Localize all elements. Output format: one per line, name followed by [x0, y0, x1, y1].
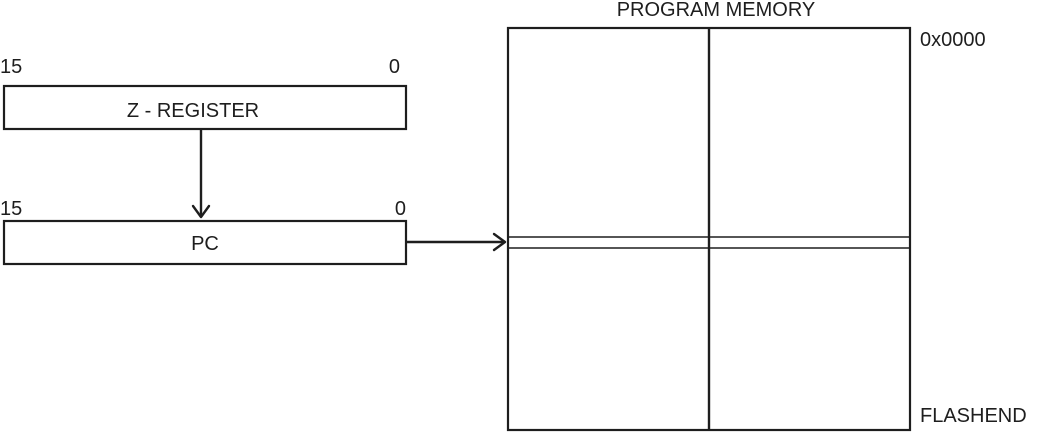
pc-lsb-label: 0 — [395, 198, 406, 220]
z-register-label: Z - REGISTER — [127, 100, 259, 122]
z-register-lsb-label: 0 — [389, 56, 400, 78]
program-memory-end-address: FLASHEND — [920, 405, 1027, 427]
z-to-pc-arrowhead-icon — [191, 204, 211, 219]
z-register-box — [2, 84, 408, 131]
program-memory-title: PROGRAM MEMORY — [617, 0, 816, 21]
pc-label: PC — [191, 233, 219, 255]
pc-msb-label: 15 — [0, 198, 22, 220]
program-memory-start-address: 0x0000 — [920, 29, 986, 51]
z-register-msb-label: 15 — [0, 56, 22, 78]
pc-to-memory-arrowhead-icon — [492, 232, 507, 252]
